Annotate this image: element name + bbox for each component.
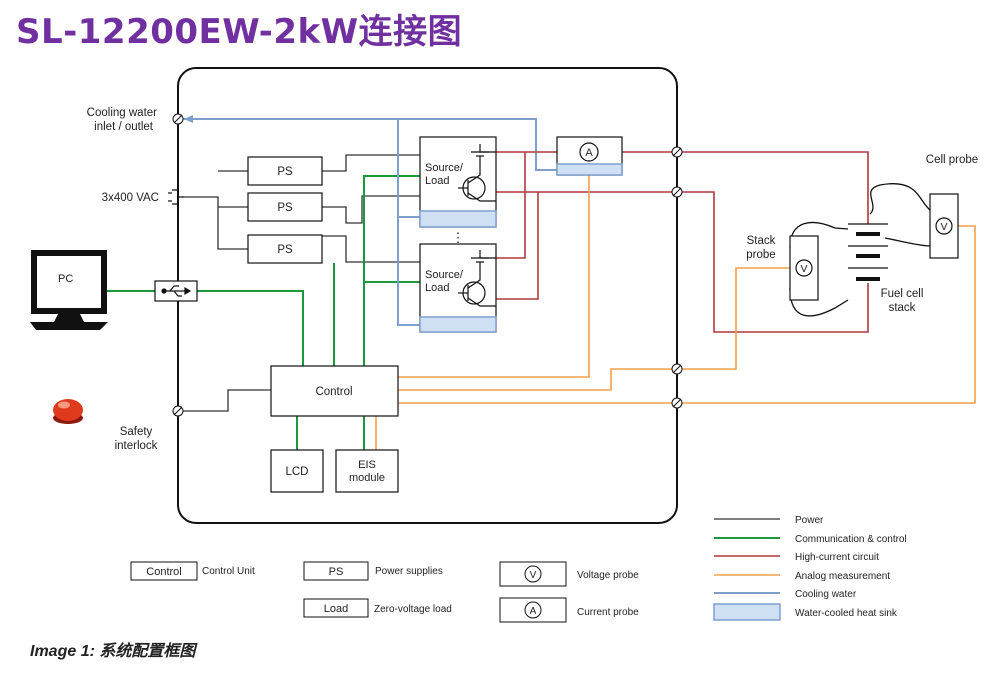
cooling-water-label-1: Cooling water bbox=[87, 107, 157, 119]
source-load-block-2: Source/ Load bbox=[419, 243, 497, 333]
connector-safety bbox=[172, 405, 184, 417]
stack-probe: V bbox=[789, 235, 819, 301]
pc-label: PC bbox=[58, 273, 73, 285]
ps-label: PS bbox=[277, 166, 293, 178]
cooling-lines bbox=[182, 118, 557, 326]
cell-probe: V bbox=[929, 193, 959, 259]
vac-label: 3x400 VAC bbox=[102, 192, 159, 204]
legend-ps-desc: Power supplies bbox=[375, 566, 443, 577]
legend-symbols: Control Control Unit PS Power supplies L… bbox=[130, 561, 639, 623]
legend-ps-box: PS bbox=[329, 566, 344, 578]
legend-current-symbol: A bbox=[530, 606, 537, 617]
legend-load-box: Load bbox=[324, 603, 348, 615]
current-probe: A bbox=[556, 136, 623, 176]
source-load-label-2: Load bbox=[425, 282, 449, 294]
source-load-label-1: Source/ bbox=[425, 162, 464, 174]
legend-label-heat-sink: Water-cooled heat sink bbox=[795, 608, 898, 619]
ps-block-1: PS bbox=[247, 156, 323, 186]
figure-caption: Image 1: 系统配置框图 bbox=[30, 643, 196, 660]
fuel-cell-stack-icon bbox=[848, 223, 888, 281]
control-block: Control bbox=[270, 365, 399, 417]
usb-icon bbox=[161, 285, 192, 297]
cooling-arrow-icon bbox=[184, 115, 193, 123]
safety-label-1: Safety bbox=[120, 426, 153, 438]
eis-label-1: EIS bbox=[358, 459, 376, 471]
legend-current-desc: Current probe bbox=[577, 607, 639, 618]
lcd-block: LCD bbox=[270, 449, 324, 493]
power-lines bbox=[177, 154, 420, 412]
safety-button-icon bbox=[53, 399, 83, 424]
stack-probe-label-2: probe bbox=[746, 249, 775, 261]
legend-load-desc: Zero-voltage load bbox=[374, 604, 452, 615]
voltmeter-symbol: V bbox=[940, 221, 947, 233]
eis-label-2: module bbox=[349, 472, 385, 484]
legend-label-high-current: High-current circuit bbox=[795, 552, 879, 563]
legend-label-power: Power bbox=[795, 515, 824, 526]
power-plug-icon bbox=[168, 189, 184, 205]
legend-label-analog: Analog measurement bbox=[795, 571, 890, 582]
control-label: Control bbox=[315, 386, 352, 398]
legend-lines: Power Communication & control High-curre… bbox=[713, 515, 907, 621]
usb-connector bbox=[154, 280, 198, 302]
legend-control-box: Control bbox=[146, 566, 181, 578]
transistor-icon bbox=[458, 250, 496, 307]
ellipsis: ⋮ bbox=[452, 230, 465, 245]
lcd-label: LCD bbox=[285, 466, 308, 478]
heat-sink bbox=[419, 316, 497, 333]
eis-block: EIS module bbox=[335, 449, 399, 493]
connectors bbox=[172, 113, 683, 417]
cooling-water-label-2: inlet / outlet bbox=[94, 121, 154, 133]
connector-cooling bbox=[172, 113, 184, 125]
high-current-lines bbox=[496, 151, 869, 333]
voltmeter-symbol: V bbox=[800, 263, 807, 275]
pc-monitor-icon bbox=[30, 250, 108, 330]
fuel-cell-label-2: stack bbox=[889, 302, 916, 314]
ps-block-2: PS bbox=[247, 192, 323, 222]
page-title: SL-12200EW-2kW连接图 bbox=[16, 12, 463, 52]
connector-analog-2 bbox=[671, 397, 683, 409]
source-load-label-2: Load bbox=[425, 175, 449, 187]
legend-control-desc: Control Unit bbox=[202, 566, 255, 577]
cell-probe-label: Cell probe bbox=[926, 154, 978, 166]
heat-sink bbox=[419, 210, 497, 228]
legend-label-cooling: Cooling water bbox=[795, 589, 857, 600]
legend-label-communication: Communication & control bbox=[795, 534, 907, 545]
legend-voltage-desc: Voltage probe bbox=[577, 570, 639, 581]
connector-hc-2 bbox=[671, 186, 683, 198]
stack-probe-label-1: Stack bbox=[747, 235, 776, 247]
source-load-label-1: Source/ bbox=[425, 269, 464, 281]
ps-label: PS bbox=[277, 202, 293, 214]
transistor-icon bbox=[458, 144, 496, 202]
source-load-block-1: Source/ Load bbox=[419, 136, 497, 228]
connector-hc-1 bbox=[671, 146, 683, 158]
ps-block-3: PS bbox=[247, 234, 323, 264]
connector-analog-1 bbox=[671, 363, 683, 375]
ps-label: PS bbox=[277, 244, 293, 256]
ammeter-symbol: A bbox=[585, 147, 593, 159]
safety-label-2: interlock bbox=[115, 440, 158, 452]
legend-heat-sink-swatch bbox=[713, 603, 781, 621]
fuel-cell-label-1: Fuel cell bbox=[881, 288, 924, 300]
heat-sink bbox=[556, 163, 623, 176]
legend-voltage-symbol: V bbox=[530, 570, 537, 581]
